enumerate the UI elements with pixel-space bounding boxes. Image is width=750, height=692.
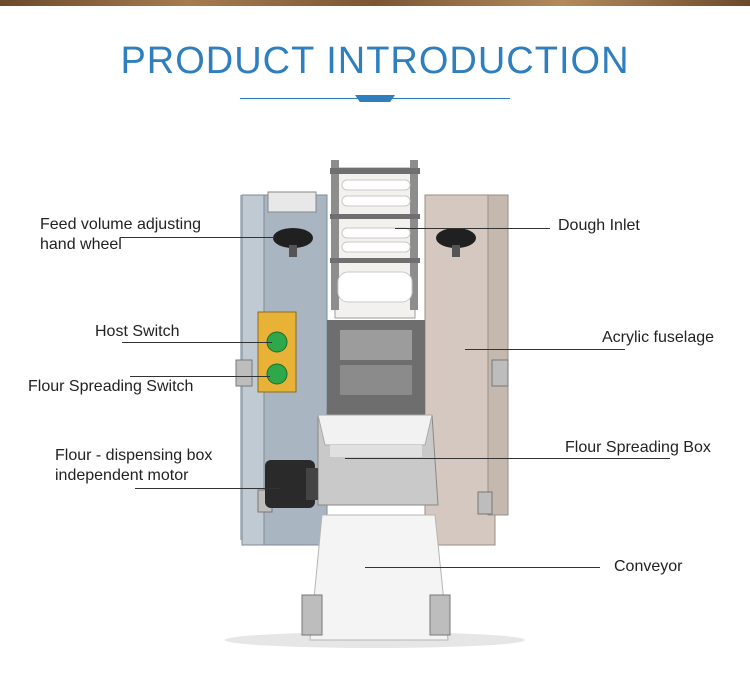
leader-conveyor: [365, 567, 600, 568]
leader-dough-inlet: [395, 228, 550, 229]
leader-feed-volume: [120, 237, 275, 238]
hand-wheel-left: [273, 228, 313, 257]
leader-flour-spreading-switch: [130, 376, 270, 377]
top-decorative-strip: [0, 0, 750, 6]
callout-flour-box-motor-line1: Flour - dispensing box: [55, 447, 213, 464]
central-roller-area: [327, 320, 425, 415]
callout-flour-spreading-box: Flour Spreading Box: [565, 439, 711, 456]
dough-inlet-rollers: [330, 160, 420, 319]
flour-box-motor: [265, 460, 318, 508]
leader-acrylic-fuselage: [465, 349, 625, 350]
page-title: PRODUCT INTRODUCTION: [120, 40, 630, 82]
callout-flour-box-motor-line2: independent motor: [55, 467, 189, 484]
hand-wheel-right: [436, 228, 476, 257]
switch-panel: [257, 311, 297, 393]
callout-flour-spreading-switch: Flour Spreading Switch: [28, 378, 194, 395]
title-underline-mark: [355, 95, 395, 102]
callout-acrylic-fuselage: Acrylic fuselage: [602, 329, 715, 346]
leader-flour-box-motor: [135, 488, 280, 489]
callout-host-switch: Host Switch: [95, 323, 180, 340]
leader-host-switch: [122, 342, 272, 343]
callout-feed-volume-line2: hand wheel: [40, 236, 122, 253]
leader-flour-spreading-box: [345, 458, 670, 459]
conveyor-belt: [301, 514, 451, 641]
callout-conveyor: Conveyor: [614, 558, 683, 575]
callout-feed-volume-line1: Feed volume adjusting: [40, 216, 201, 233]
callout-dough-inlet: Dough Inlet: [558, 217, 640, 234]
flour-spreading-box: [317, 414, 439, 506]
